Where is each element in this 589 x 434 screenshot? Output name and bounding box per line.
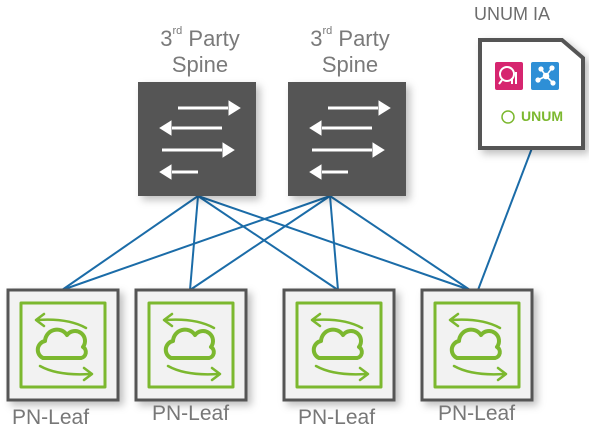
- leaf-3-label: PN-Leaf: [298, 406, 376, 429]
- spine-1-arrows-icon: [159, 100, 241, 180]
- link-spine2-leaf4: [329, 195, 471, 291]
- leaf-switch-4[interactable]: [420, 288, 534, 402]
- spine-switch-2[interactable]: [288, 82, 406, 196]
- analytics-search-icon: [495, 62, 523, 90]
- leaf-2-label: PN-Leaf: [152, 402, 230, 425]
- link-spine2-leaf2: [189, 195, 331, 291]
- cloud-sync-icon: [147, 301, 235, 389]
- link-spine1-leaf1: [61, 195, 199, 291]
- unum-brand-text: UNUM: [521, 108, 563, 124]
- cloud-sync-icon: [295, 301, 383, 389]
- link-spine2-leaf1: [61, 195, 331, 291]
- unum-ia-appliance[interactable]: [478, 38, 585, 150]
- leaf-switch-1[interactable]: [6, 288, 120, 402]
- unum-logo-icon: [501, 110, 515, 124]
- spine-1-label: 3rd Party Spine: [160, 24, 240, 77]
- link-leaf4-unum: [477, 147, 533, 291]
- leaf-1-label: PN-Leaf: [12, 406, 90, 429]
- cloud-sync-icon: [19, 301, 107, 389]
- leaf-4-label: PN-Leaf: [438, 402, 516, 425]
- network-links: [61, 147, 533, 291]
- spine-switch-1[interactable]: [138, 82, 256, 196]
- leaf-switch-2[interactable]: [134, 288, 248, 402]
- spine-2-arrows-icon: [309, 100, 391, 180]
- spine-2-label: 3rd Party Spine: [310, 24, 390, 77]
- cloud-sync-icon: [433, 301, 521, 389]
- leaf-switch-3[interactable]: [282, 288, 396, 402]
- link-spine2-leaf3: [329, 195, 339, 291]
- link-spine1-leaf3: [197, 195, 339, 291]
- unum-ia-title: UNUM IA: [474, 4, 550, 24]
